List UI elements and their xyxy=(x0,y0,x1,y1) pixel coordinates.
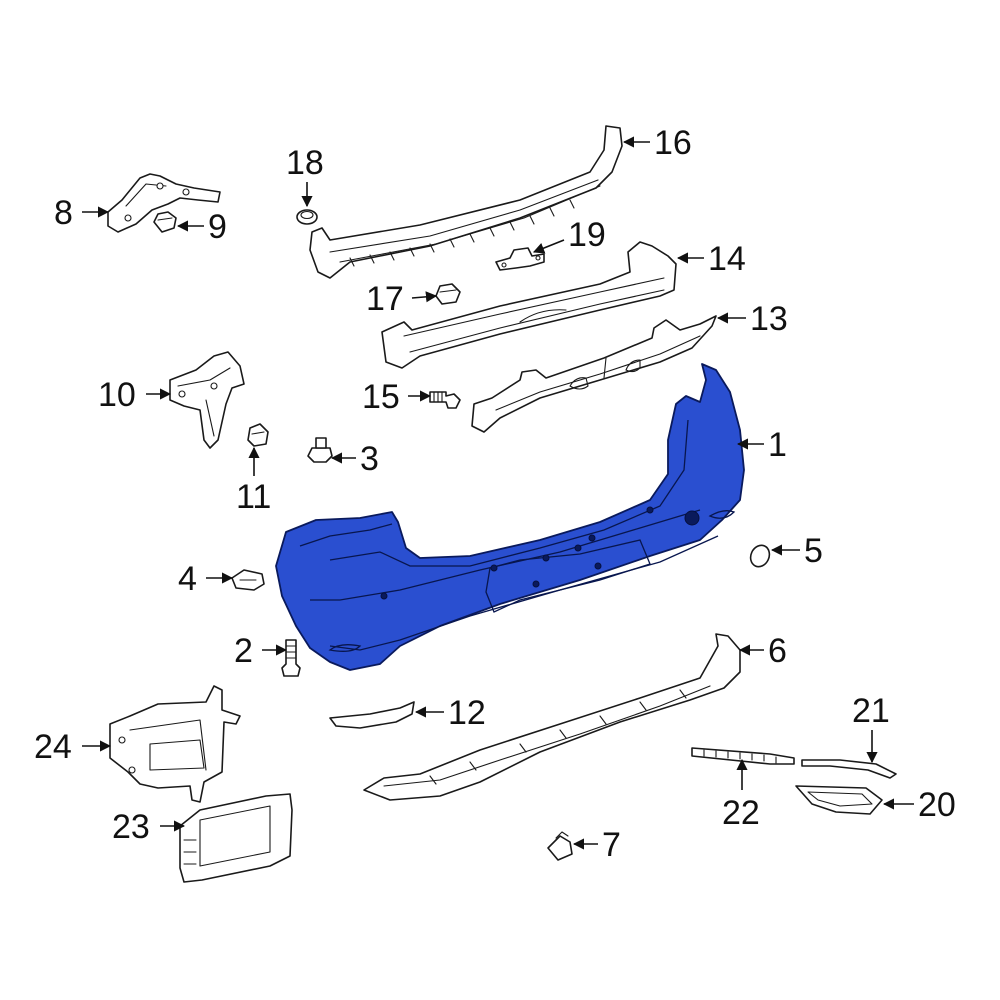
callout-14: 14 xyxy=(708,240,746,278)
part-4-clip-nut[interactable] xyxy=(231,569,265,591)
part-11-nut[interactable] xyxy=(247,423,269,447)
callout-labels: 1 2 3 4 5 6 7 8 9 10 11 12 13 14 15 16 1… xyxy=(34,124,956,864)
callout-20: 20 xyxy=(918,786,956,824)
callout-18: 18 xyxy=(286,144,324,182)
callout-3: 3 xyxy=(360,440,379,478)
callout-5: 5 xyxy=(804,532,823,570)
callout-7: 7 xyxy=(602,826,621,864)
callout-15: 15 xyxy=(362,378,400,416)
part-9-nut[interactable] xyxy=(153,211,177,233)
callout-22: 22 xyxy=(722,794,760,832)
part-19-bracket[interactable] xyxy=(495,247,545,271)
part-24-sensor-bracket[interactable] xyxy=(109,685,241,803)
part-14-reinforcement-beam[interactable] xyxy=(381,241,677,369)
part-5-grommet[interactable] xyxy=(747,542,773,570)
part-12-reflector[interactable] xyxy=(329,701,415,729)
callout-23: 23 xyxy=(112,808,150,846)
callout-24: 24 xyxy=(34,728,72,766)
leader-19 xyxy=(532,239,565,254)
callout-21: 21 xyxy=(852,692,890,730)
part-23-control-module[interactable] xyxy=(179,793,293,883)
leader-lines xyxy=(82,136,914,850)
part-18-clip[interactable] xyxy=(296,209,318,225)
callout-9: 9 xyxy=(208,208,227,246)
part-16-upper-bracket[interactable] xyxy=(309,125,623,279)
part-21-trim-strip[interactable] xyxy=(801,759,897,779)
part-17-nut[interactable] xyxy=(435,283,461,305)
leader-17 xyxy=(411,291,438,303)
part-15-bolt[interactable] xyxy=(429,391,461,409)
callout-19: 19 xyxy=(568,216,606,254)
part-10-side-bracket[interactable] xyxy=(169,351,245,449)
part-2-screw[interactable] xyxy=(281,639,301,677)
part-20-reflector-trim[interactable] xyxy=(795,785,883,815)
part-13-energy-absorber[interactable] xyxy=(471,315,717,433)
part-8-side-bracket[interactable] xyxy=(107,173,221,233)
callout-10: 10 xyxy=(98,376,136,414)
part-22-garnish-strip[interactable] xyxy=(691,747,795,765)
part-6-lower-diffuser[interactable] xyxy=(363,633,741,801)
part-1-bumper-cover[interactable] xyxy=(275,363,745,671)
part-3-pin[interactable] xyxy=(307,437,333,463)
callout-13: 13 xyxy=(750,300,788,338)
callout-8: 8 xyxy=(54,194,73,232)
callout-12: 12 xyxy=(448,694,486,732)
part-7-clip[interactable] xyxy=(547,831,573,861)
callout-1: 1 xyxy=(768,426,787,464)
callout-17: 17 xyxy=(366,280,404,318)
callout-4: 4 xyxy=(178,560,197,598)
callout-16: 16 xyxy=(654,124,692,162)
callout-2: 2 xyxy=(234,632,253,670)
callout-11: 11 xyxy=(236,478,271,516)
callout-6: 6 xyxy=(768,632,787,670)
